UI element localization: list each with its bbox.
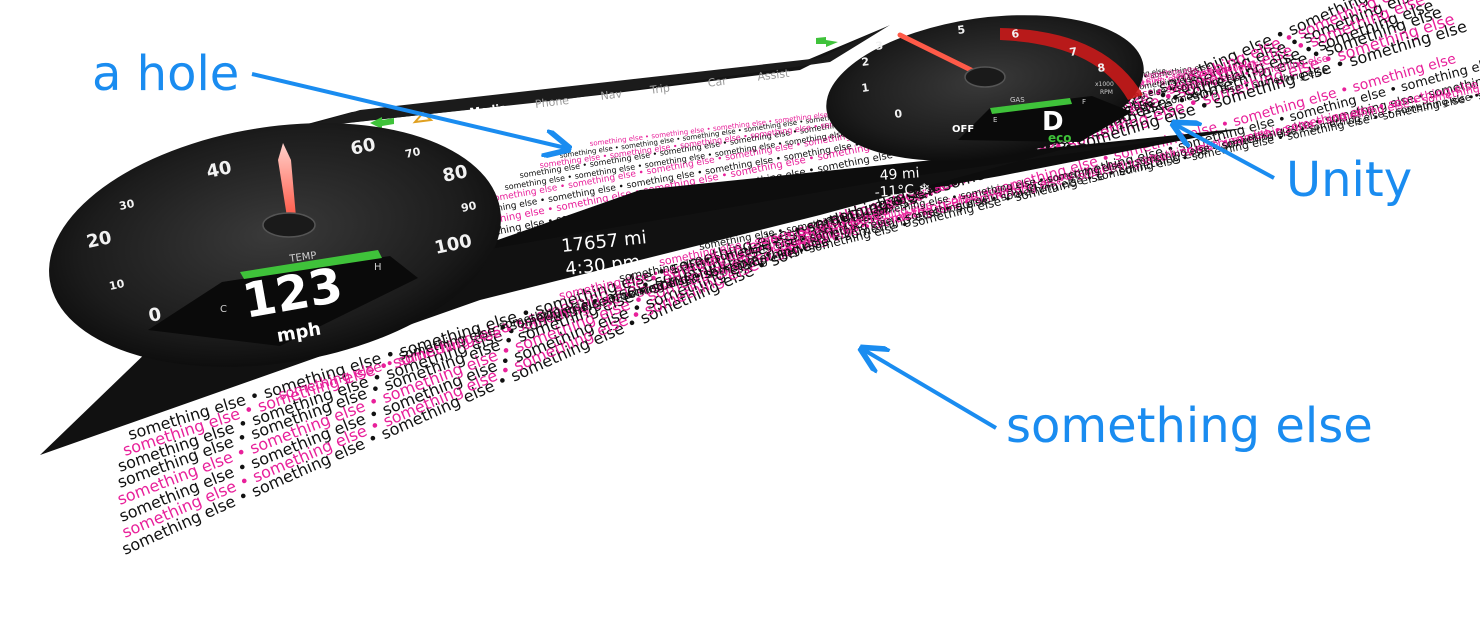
outside-temperature: -11°C ❄ [874,181,931,201]
rpm-unit-label: RPM [1100,89,1113,96]
arrow-to-something-else [864,350,998,430]
tach-tick-label: 0 [894,107,904,121]
tach-tick-label: 5 [957,23,966,37]
temp-label: TEMP [288,250,317,265]
tab-list: Media Phone Nav Trip Car Assist [469,67,791,119]
tach-tick-label: 2 [861,55,870,69]
temp-high-label: H [374,262,382,273]
speed-hub [262,212,316,238]
speed-tick-label: 80 [441,161,470,187]
left-turn-signal-icon [370,117,394,129]
temp-gauge-bar [240,250,382,279]
tab-media[interactable]: Media [469,102,508,119]
tach-hub [964,66,1006,88]
speed-tick-label: 40 [205,157,234,183]
tachometer-tick-labels: 0 1 23 5 6 7 8 [861,23,1106,121]
tach-tick-label: 1 [861,81,870,95]
tach-tick-label: 3 [875,39,884,53]
arrow-to-hole [251,72,566,148]
label-a-hole: a hole [92,46,240,102]
tach-tick-label: 8 [1097,61,1106,75]
speed-tick-label: 0 [147,304,164,327]
tab-assist[interactable]: Assist [757,67,791,84]
tach-tick-label: 6 [1011,27,1021,41]
gas-full-label: F [1082,98,1086,106]
range: 49 mi [879,165,920,184]
tab-car[interactable]: Car [707,74,728,89]
speed-tick-label: 30 [118,197,136,213]
label-something-else: something else [1006,398,1373,454]
speed-readout-panel [148,256,418,346]
speed-needle [278,143,296,217]
right-turn-signal-icon [816,37,838,47]
tachometer: 0 1 23 5 6 7 8 OFF GAS E F D eco x1000 RPM [826,15,1144,161]
dashboard-panel [40,128,1245,455]
tab-phone[interactable]: Phone [534,94,570,111]
gas-label: GAS [1010,96,1025,104]
off-label: OFF [952,124,974,135]
tach-tick-label: 7 [1069,45,1078,59]
rpm-unit-multiplier: x1000 [1095,81,1114,88]
gas-empty-label: E [993,116,997,124]
speed-tick-label: 70 [404,145,422,161]
speed-tick-label: 60 [349,134,378,160]
gas-gauge-bar [990,98,1072,114]
tach-redline [1000,28,1143,100]
tach-needle [897,32,978,75]
label-unity: Unity [1286,152,1413,208]
speed-tick-label: 20 [85,227,114,253]
tab-bar-surface [300,25,890,128]
gear-indicator: D [1042,107,1064,137]
drive-mode: eco [1048,131,1072,145]
temp-low-label: C [220,304,227,315]
speed-tick-label: 90 [460,199,478,215]
speed-tick-label: 10 [108,277,126,293]
tab-nav[interactable]: Nav [600,87,623,103]
tab-trip[interactable]: Trip [648,81,670,96]
arrow-to-unity [1176,125,1275,180]
